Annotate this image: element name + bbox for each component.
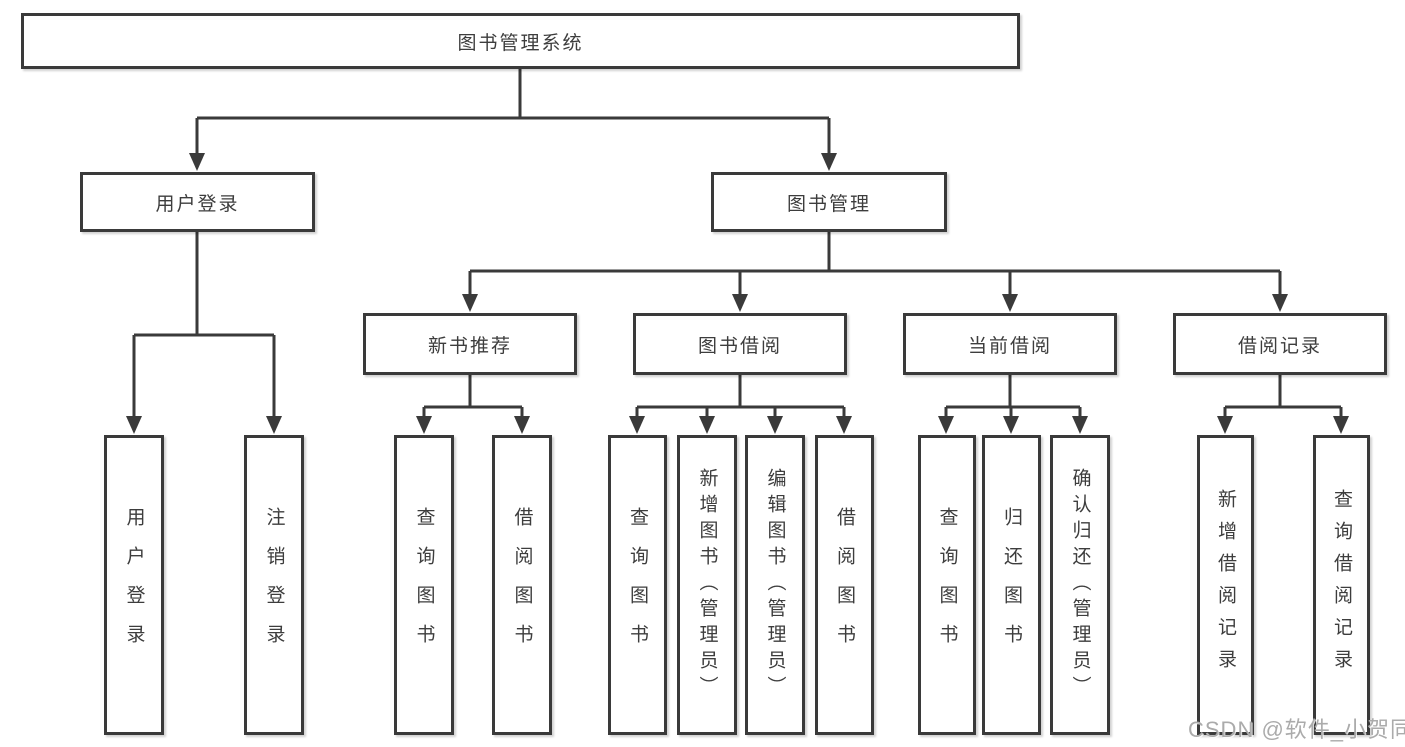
leaf-borrow-books: 借阅图书: [815, 435, 874, 735]
node-label: 编辑图书（管理员）: [764, 468, 786, 702]
leaf-return-books: 归还图书: [982, 435, 1041, 735]
leaf-user-login: 用户登录: [104, 435, 164, 735]
node-library-management-system: 图书管理系统: [21, 13, 1020, 69]
node-new-book-recommendation: 新书推荐: [363, 313, 577, 375]
node-label: 图书管理: [786, 193, 871, 215]
leaf-add-books-admin: 新增图书（管理员）: [677, 435, 737, 735]
node-label: 查询借阅记录: [1331, 489, 1352, 681]
node-label: 注销登录: [263, 507, 285, 663]
leaf-edit-books-admin: 编辑图书（管理员）: [745, 435, 805, 735]
node-label: 查询图书: [936, 507, 958, 663]
node-book-borrowing: 图书借阅: [633, 313, 847, 375]
node-label: 新增图书（管理员）: [696, 468, 718, 702]
node-label: 用户登录: [123, 507, 145, 663]
node-label: 图书借阅: [697, 335, 782, 357]
node-label: 用户登录: [155, 193, 240, 215]
node-user-login: 用户登录: [80, 172, 315, 232]
node-label: 查询图书: [413, 507, 435, 663]
node-label: 借阅图书: [511, 507, 533, 663]
node-label: 新增借阅记录: [1215, 489, 1236, 681]
node-label: 当前借阅: [967, 335, 1052, 357]
node-label: 借阅图书: [834, 507, 855, 663]
node-label: 新书推荐: [427, 335, 512, 357]
leaf-query-books-borrowing: 查询图书: [608, 435, 667, 735]
leaf-query-borrowing-record: 查询借阅记录: [1313, 435, 1370, 735]
node-label: 查询图书: [627, 507, 648, 663]
node-borrowing-records: 借阅记录: [1173, 313, 1387, 375]
leaf-query-books-recommendation: 查询图书: [394, 435, 454, 735]
node-book-management: 图书管理: [711, 172, 947, 232]
node-label: 借阅记录: [1237, 335, 1322, 357]
node-current-borrowing: 当前借阅: [903, 313, 1117, 375]
node-label: 归还图书: [1001, 507, 1022, 663]
leaf-confirm-return-admin: 确认归还（管理员）: [1050, 435, 1110, 735]
node-label: 确认归还（管理员）: [1069, 468, 1091, 702]
node-label: 图书管理系统: [457, 32, 584, 54]
watermark: CSDN @软件_小贺同学: [1188, 717, 1405, 742]
leaf-logout: 注销登录: [244, 435, 304, 735]
leaf-query-books-current: 查询图书: [918, 435, 976, 735]
leaf-borrow-books-recommendation: 借阅图书: [492, 435, 552, 735]
leaf-add-borrowing-record: 新增借阅记录: [1197, 435, 1254, 735]
